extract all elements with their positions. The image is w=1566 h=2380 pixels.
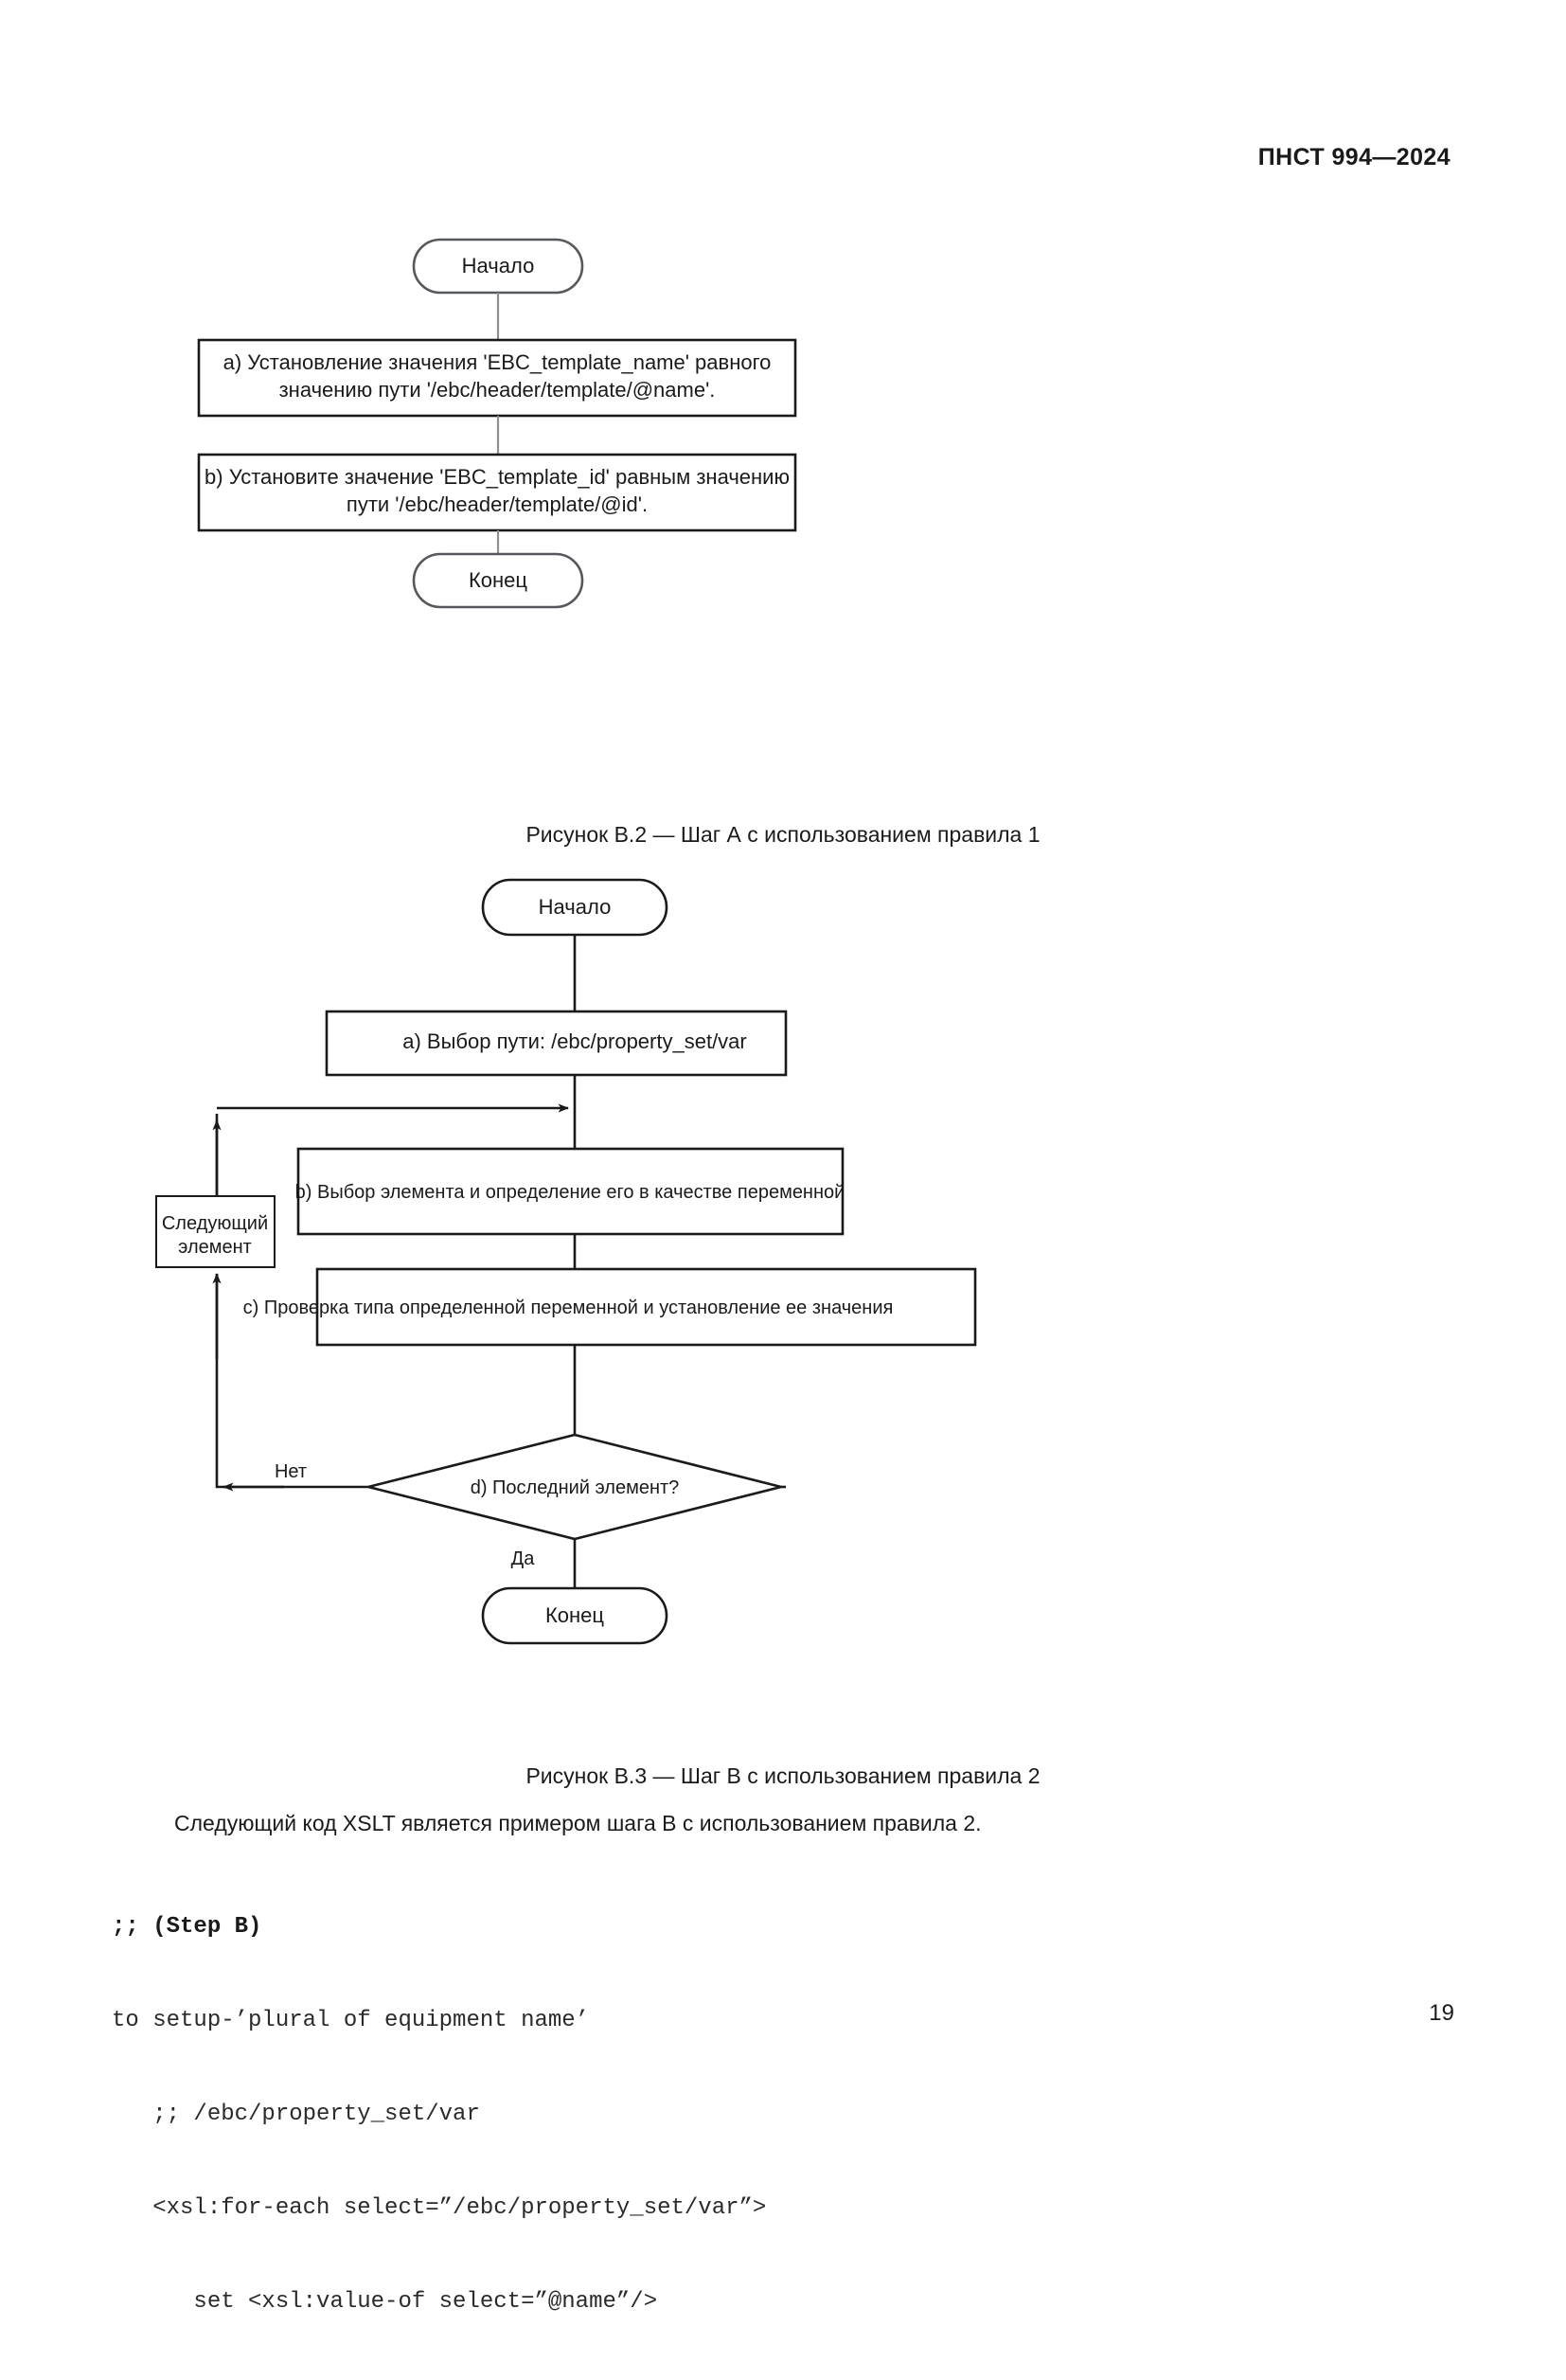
b3-step-b-label: b) Выбор элемента и определение его в ка… (295, 1182, 845, 1203)
b3-step-c-label: c) Проверка типа определенной переменной… (243, 1297, 894, 1318)
b3-node-decision: d) Последний элемент? (367, 1433, 782, 1541)
b2-node-step-b: b) Установите значение 'EBC_template_id'… (197, 453, 797, 532)
code-line: ;; /ebc/property_set/var (112, 2102, 480, 2127)
figure-b3-caption: Рисунок В.3 — Шаг В с использованием пра… (525, 1763, 1041, 1788)
b2-step-b-line1: b) Установите значение 'EBC_template_id'… (205, 465, 790, 489)
b3-node-next-element: Следующий элемент (155, 1195, 276, 1268)
b3-node-step-b: b) Выбор элемента и определение его в ка… (295, 1147, 845, 1236)
b3-label-no: Нет (275, 1461, 307, 1482)
b3-next-element-line1: Следующий (162, 1213, 268, 1234)
body-paragraph: Следующий код XSLT является примером шаг… (174, 1811, 982, 1835)
document-page: ПНСТ 994—2024 Начало a) Устано (0, 144, 1566, 2315)
b2-step-a-line2: значению пути '/ebc/header/template/@nam… (279, 378, 716, 402)
b3-label-yes: Да (511, 1548, 536, 1569)
page-number: 19 (1429, 2000, 1454, 2026)
b3-decision-label: d) Последний элемент? (471, 1477, 680, 1498)
b3-node-step-c: c) Проверка типа определенной переменной… (243, 1267, 977, 1347)
figure-b3-flowchart: Начало a) Выбор пути: /ebc/property_set/… (155, 878, 977, 1645)
figure-b3: Начало a) Выбор пути: /ebc/property_set/… (0, 867, 1566, 1757)
figure-b2: Начало a) Установление значения 'EBC_tem… (0, 218, 1566, 824)
figure-b2-flowchart: Начало a) Установление значения 'EBC_tem… (197, 238, 797, 609)
b3-node-step-a: a) Выбор пути: /ebc/property_set/var (325, 1010, 788, 1077)
b3-node-start: Начало (481, 878, 668, 937)
code-line: <xsl:for-each select=”/ebc/property_set/… (112, 2195, 767, 2221)
b3-node-end: Конец (481, 1586, 668, 1645)
b2-step-b-line2: пути '/ebc/header/template/@id'. (347, 492, 648, 516)
code-line: set <xsl:value-of select=”@name”/> (112, 2289, 658, 2315)
xslt-code-block: ;; (Step B) to setup-’plural of equipmen… (112, 1849, 766, 2380)
figure-b2-caption: Рисунок В.2 — Шаг А с использованием пра… (525, 822, 1041, 847)
b2-start-label: Начало (462, 254, 535, 277)
b2-node-start: Начало (412, 238, 584, 295)
b2-end-label: Конец (469, 568, 527, 592)
page-header-standard-id: ПНСТ 994—2024 (1257, 144, 1450, 170)
code-line: to setup-’plural of equipment name’ (112, 2008, 590, 2033)
b2-node-end: Конец (412, 552, 584, 609)
code-line: ;; (Step B) (112, 1914, 262, 1940)
b2-step-a-line1: a) Установление значения 'EBC_template_n… (223, 350, 772, 374)
b3-start-label: Начало (539, 895, 612, 919)
b2-node-step-a: a) Установление значения 'EBC_template_n… (197, 338, 797, 418)
b3-next-element-line2: элемент (178, 1237, 252, 1258)
b3-end-label: Конец (545, 1603, 604, 1627)
b3-step-a-label: a) Выбор пути: /ebc/property_set/var (402, 1029, 747, 1053)
